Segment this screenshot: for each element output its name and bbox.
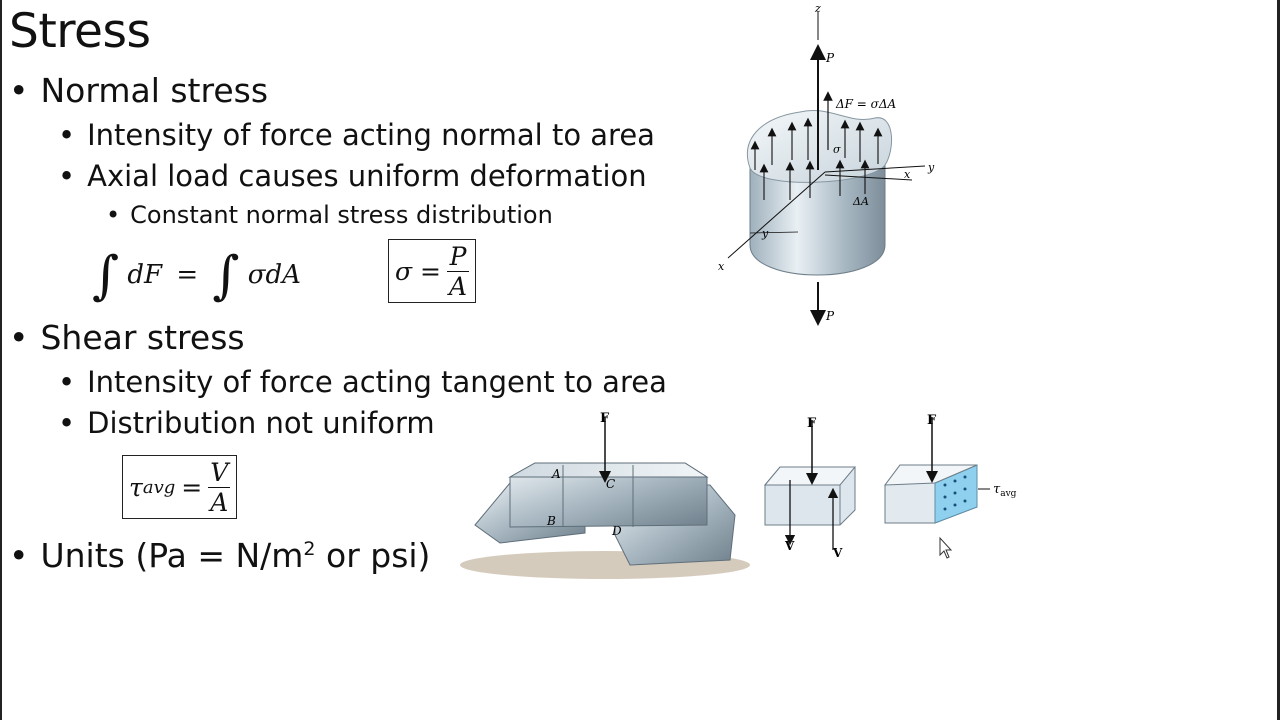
tau-denominator: A	[208, 486, 231, 517]
integral-equals: =	[176, 260, 199, 290]
mouse-cursor-icon	[939, 536, 953, 559]
tau-numerator: V	[210, 457, 229, 487]
sigma-equation-box: σ = P A	[388, 239, 477, 303]
y-axis-label: y	[927, 161, 935, 174]
y-inner-label: y	[761, 227, 769, 240]
slide-title: Stress	[9, 4, 151, 59]
label-c: C	[606, 477, 615, 491]
sigma-denominator: A	[446, 270, 470, 301]
sigma-numerator: P	[449, 241, 467, 271]
shear-v-left-label: V	[784, 539, 795, 553]
bullet-shear-sub2: •Distribution not uniform	[58, 406, 435, 440]
sigma-lhs: σ =	[395, 256, 441, 286]
bullet-normal-sub2-text: Axial load causes uniform deformation	[87, 159, 647, 193]
x-axis-left-label: x	[718, 260, 725, 273]
integral-sign-left: ∫	[92, 246, 120, 306]
shear-v-right-label: V	[832, 546, 843, 560]
tau-label: τavg	[993, 482, 1017, 499]
x-axis-right-line	[824, 174, 913, 181]
tau-symbol: τ	[129, 472, 143, 502]
bullet-normal-sub1-text: Intensity of force acting normal to area	[87, 118, 655, 152]
bullet-units-suffix: or psi)	[315, 536, 431, 575]
tau-fraction: V A	[208, 457, 231, 517]
bullet-shear-stress: •Shear stress	[9, 318, 245, 357]
stress-arrows-group	[750, 117, 883, 200]
main-force-label: F	[600, 411, 610, 426]
bottom-force-label: P	[825, 309, 835, 323]
shear-stress-figure: F A C B D F V V F τavg	[460, 411, 1017, 579]
block-1-force-label: F	[807, 416, 817, 431]
y-axis-line	[824, 165, 926, 173]
bullet-normal-sub3-text: Constant normal stress distribution	[130, 201, 553, 229]
slide-left-border	[0, 0, 2, 720]
z-axis-label: z	[814, 2, 821, 15]
delta-f-label: ΔF = σΔA	[835, 97, 897, 111]
top-bar-face	[508, 462, 709, 478]
bullet-normal-stress-text: Normal stress	[40, 71, 269, 110]
sigma-fraction: P A	[446, 241, 470, 301]
integral-equation: ∫ dF = ∫ σdA	[92, 236, 301, 306]
x-axis-left-line	[727, 171, 826, 259]
bullet-normal-stress: •Normal stress	[9, 71, 269, 110]
bullet-normal-sub3: •Constant normal stress distribution	[106, 201, 553, 229]
tau-equals: =	[181, 472, 203, 502]
x-axis-right-label: x	[904, 168, 911, 181]
bullet-normal-sub1: •Intensity of force acting normal to are…	[58, 118, 655, 152]
label-b: B	[546, 514, 556, 528]
bullet-shear-sub1-text: Intensity of force acting tangent to are…	[87, 365, 667, 399]
shear-stress-arrows	[943, 475, 967, 511]
bullet-shear-sub1: •Intensity of force acting tangent to ar…	[58, 365, 667, 399]
label-a: A	[551, 467, 561, 481]
bullet-units-prefix: Units (Pa = N/m	[40, 536, 304, 575]
slide-right-border	[1277, 0, 1280, 720]
bullet-units: •Units (Pa = N/m2 or psi)	[9, 536, 431, 575]
integral-sign-right: ∫	[212, 246, 240, 306]
tau-subscript: avg	[142, 476, 176, 498]
bullet-normal-sub2: •Axial load causes uniform deformation	[58, 159, 647, 193]
delta-a-label: ΔA	[852, 195, 869, 208]
bullet-shear-sub2-text: Distribution not uniform	[87, 406, 435, 440]
integral-left-term: dF	[127, 260, 163, 290]
integral-right-term: σdA	[247, 260, 301, 290]
top-force-label: P	[825, 51, 835, 65]
bullet-units-sup: 2	[303, 538, 316, 560]
sigma-label: σ	[833, 143, 841, 156]
shear-block-1-top	[763, 466, 857, 486]
y-inner-dimension	[749, 231, 799, 234]
normal-stress-cylinder-figure: z P ΔF = σΔA σ y x x ΔA y P	[718, 2, 935, 326]
bullet-shear-stress-text: Shear stress	[40, 318, 245, 357]
block-2-force-label: F	[927, 413, 937, 428]
label-d: D	[611, 524, 622, 538]
cylinder-top-face	[747, 110, 893, 183]
